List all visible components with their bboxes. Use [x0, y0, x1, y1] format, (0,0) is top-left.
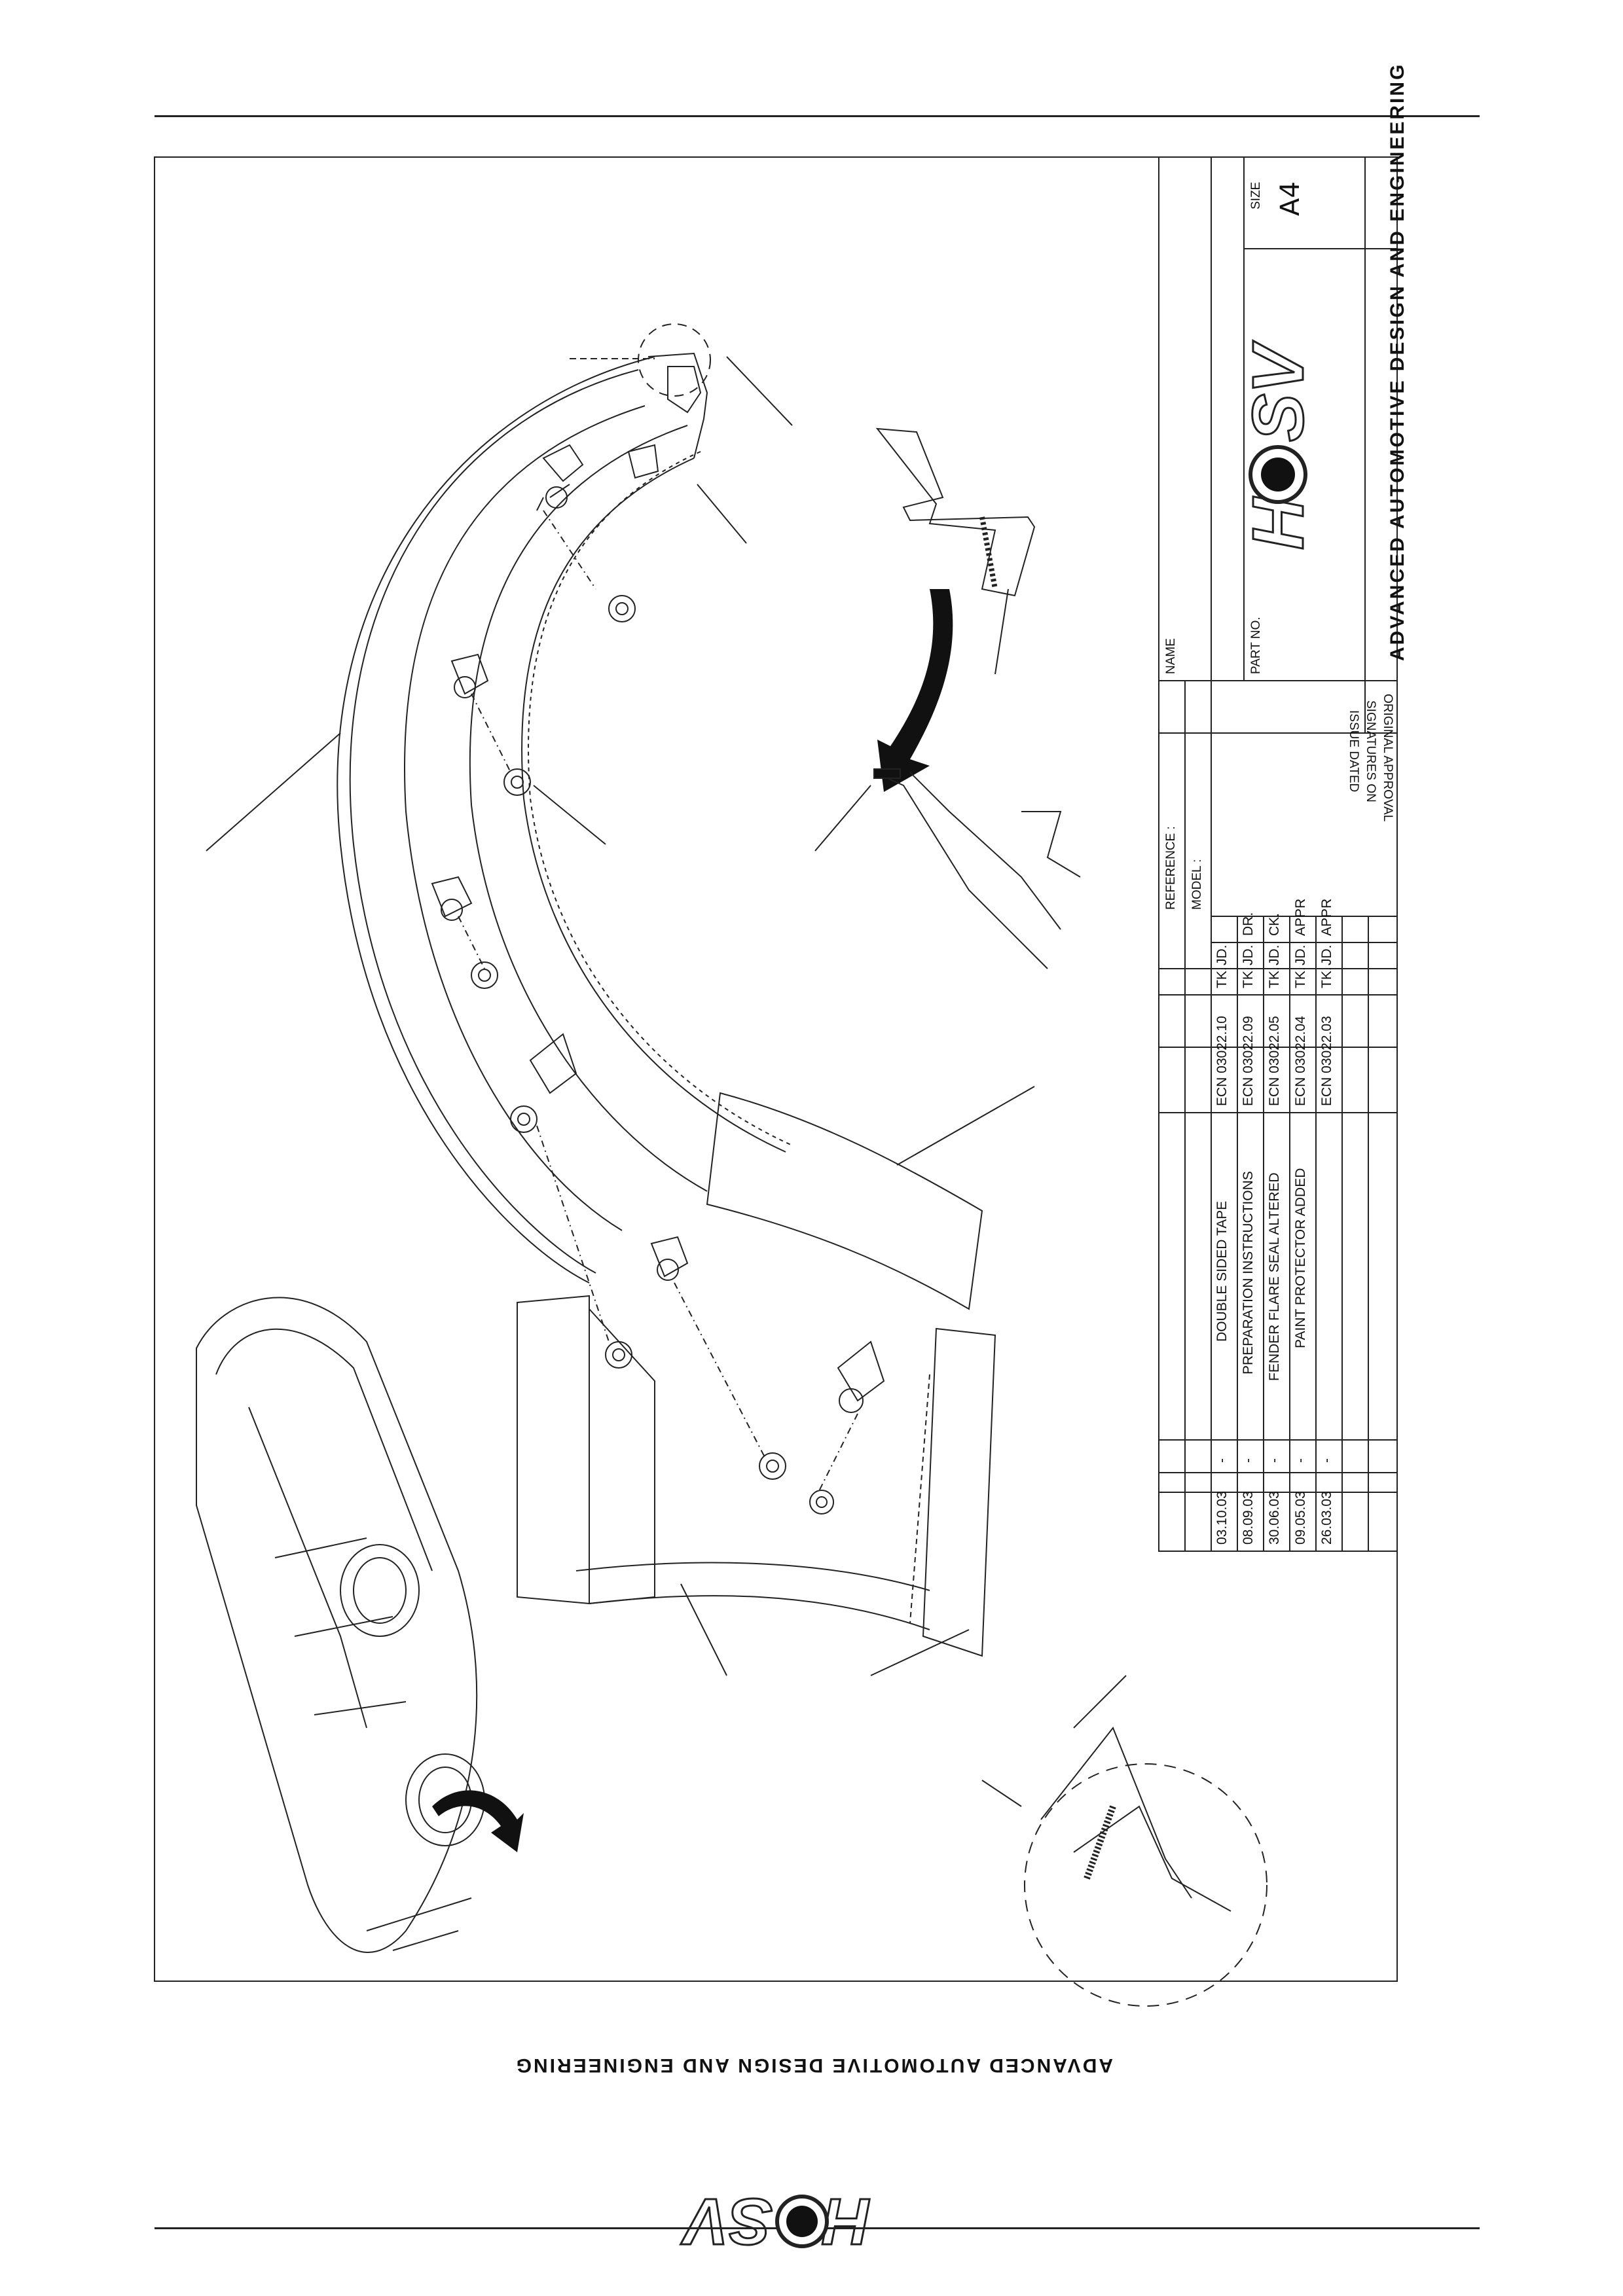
model-label: MODEL : — [1190, 859, 1204, 910]
rotation-arrow — [877, 589, 953, 792]
rev-by: TK. — [1319, 967, 1334, 988]
rev-dash: - — [1319, 1458, 1334, 1463]
clip-5 — [510, 1033, 577, 1133]
rev-dash: - — [1293, 1458, 1308, 1463]
fastener-6 — [809, 1490, 834, 1515]
rev-chk: JD. — [1241, 944, 1256, 966]
rev-by: TK. — [1293, 967, 1308, 988]
rev-chk: JD. — [1319, 944, 1334, 966]
rev-description: DOUBLE SIDED TAPE — [1214, 1200, 1230, 1342]
rev-ecn: ECN 03022.04 — [1293, 1016, 1308, 1106]
company-name-bottom: ADVANCED AUTOMOTIVE DESIGN AND ENGINEERI… — [514, 2054, 1113, 2076]
flare-top-end — [570, 323, 711, 459]
rev-chk: JD. — [1293, 944, 1308, 966]
size-value: A4 — [1275, 181, 1305, 216]
part-no-label: PART NO. — [1249, 617, 1263, 674]
top-rule — [155, 115, 1480, 117]
clip-set — [431, 444, 885, 1515]
svg-text:H: H — [1238, 496, 1319, 550]
approval-line-3: ISSUE DATED — [1347, 710, 1360, 793]
clip-1 — [536, 444, 584, 511]
section-profile-lower — [873, 768, 1081, 969]
fender-flare — [337, 356, 793, 1283]
title-block-grid — [1158, 156, 1398, 1552]
fender-seal — [517, 1092, 996, 1657]
car-fender-arrow — [432, 1790, 524, 1852]
car-illustration — [196, 1297, 485, 1953]
rev-dash: - — [1267, 1458, 1282, 1463]
rev-dash: - — [1241, 1458, 1256, 1463]
rev-by: TK. — [1241, 967, 1256, 988]
fastener-3 — [471, 961, 498, 989]
clip-7 — [837, 1340, 885, 1413]
rev-dash: - — [1214, 1458, 1230, 1463]
fastener-5 — [759, 1452, 786, 1480]
rev-description: FENDER FLARE SEAL ALTERED — [1267, 1172, 1282, 1381]
rev-role: APPR — [1293, 898, 1308, 936]
rev-chk: JD. — [1267, 944, 1282, 966]
rev-ecn: ECN 03022.09 — [1241, 1016, 1256, 1106]
rev-by: TK. — [1267, 967, 1282, 988]
section-profile-upper — [875, 427, 1036, 597]
rev-chk: JD. — [1214, 944, 1230, 966]
hsv-logo-bottom: H SV — [680, 2184, 872, 2259]
detail-view — [981, 1675, 1267, 2007]
rev-ecn: ECN 03022.03 — [1319, 1016, 1334, 1106]
clip-6 — [650, 1236, 689, 1281]
rev-role: DR. — [1241, 912, 1256, 936]
fastener-2 — [503, 768, 531, 796]
svg-text:SV: SV — [1238, 340, 1319, 442]
clip-3 — [450, 653, 489, 698]
rev-date: 08.09.03 — [1241, 1491, 1256, 1545]
rev-ecn: ECN 03022.10 — [1214, 1016, 1230, 1106]
clip-4 — [431, 876, 473, 921]
rev-date: 09.05.03 — [1293, 1491, 1308, 1545]
rev-description: PAINT PROTECTOR ADDED — [1293, 1168, 1308, 1348]
name-label: NAME — [1164, 638, 1178, 674]
rev-description: PREPARATION INSTRUCTIONS — [1241, 1171, 1256, 1374]
rev-date: 03.10.03 — [1214, 1491, 1230, 1545]
fastener-4 — [605, 1341, 632, 1369]
company-name-right: ADVANCED AUTOMOTIVE DESIGN AND ENGINEERI… — [1387, 62, 1408, 661]
approval-line-1: ORIGINAL APPROVAL — [1381, 694, 1395, 822]
rev-role: CK. — [1267, 912, 1282, 936]
rev-by: TK. — [1214, 967, 1230, 988]
leader-lines — [206, 356, 1035, 1676]
approval-line-2: SIGNATURES ON — [1364, 700, 1377, 802]
clip-2 — [627, 444, 659, 479]
rev-role: APPR — [1319, 898, 1334, 936]
svg-text:H: H — [822, 2185, 871, 2258]
size-label: SIZE — [1249, 181, 1263, 209]
hsv-logo-right: H SV — [1237, 339, 1320, 550]
rev-ecn: ECN 03022.05 — [1267, 1016, 1282, 1106]
svg-text:SV: SV — [680, 2185, 773, 2258]
reference-label: REFERENCE : — [1164, 826, 1178, 910]
rev-date: 26.03.03 — [1319, 1491, 1334, 1545]
fastener-1 — [608, 595, 636, 622]
rev-date: 30.06.03 — [1267, 1491, 1282, 1545]
